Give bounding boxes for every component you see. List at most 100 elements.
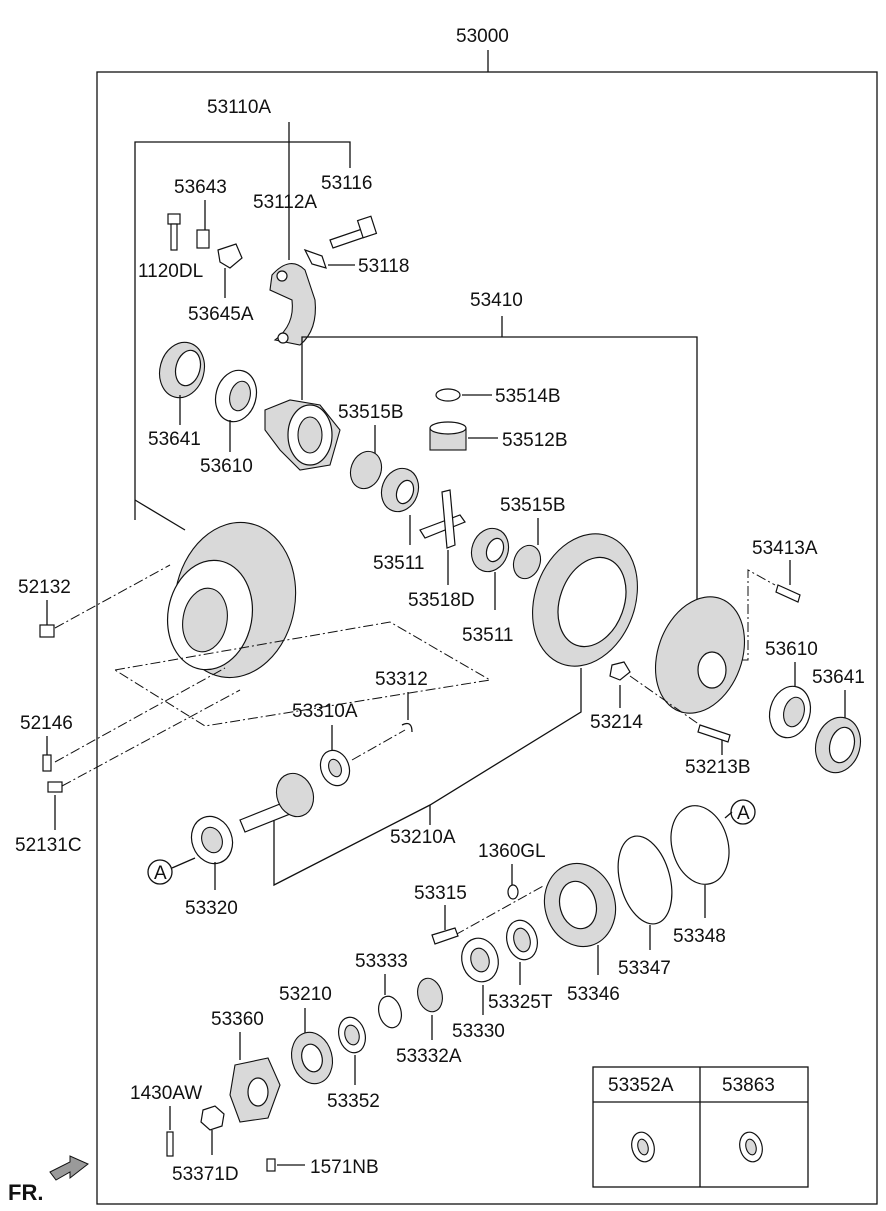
washer-1360GL: [507, 884, 519, 900]
thrust-washer-53515B-upper: [349, 450, 383, 490]
bolt-53315: [431, 927, 459, 945]
reference-mark-A-left: [147, 859, 173, 885]
center-line: [351, 729, 406, 761]
part-label-53214[interactable]: 53214: [590, 712, 643, 733]
part-label-53413A[interactable]: 53413A: [752, 538, 818, 559]
part-label-53315[interactable]: 53315: [414, 883, 467, 904]
part-label-53210A[interactable]: 53210A: [390, 827, 456, 848]
bearing-race-53641-left: [158, 341, 206, 399]
legend-col2-label[interactable]: 53863: [722, 1075, 775, 1096]
front-arrow-icon: [49, 1155, 89, 1181]
part-label-53515B-upper[interactable]: 53515B: [338, 402, 404, 423]
part-label-53333[interactable]: 53333: [355, 951, 408, 972]
part-label-53310A[interactable]: 53310A: [292, 701, 358, 722]
part-label-53514B[interactable]: 53514B: [495, 386, 561, 407]
cotter-pin-1430AW: [166, 1131, 174, 1157]
part-label-53347[interactable]: 53347: [618, 958, 671, 979]
part-label-53610-left[interactable]: 53610: [200, 456, 253, 477]
carrier-housing: [166, 521, 297, 679]
thrust-washer-53515B-lower: [512, 544, 542, 580]
lock-plate-53645A: [217, 243, 243, 269]
part-label-53110A[interactable]: 53110A: [207, 97, 271, 118]
plate-53643: [196, 229, 210, 249]
part-label-53325T[interactable]: 53325T: [488, 992, 553, 1013]
part-label-53210[interactable]: 53210: [279, 984, 332, 1005]
part-label-53511-lower[interactable]: 53511: [462, 625, 513, 646]
pin-1571NB: [266, 1158, 276, 1172]
part-label-53410[interactable]: 53410: [470, 290, 523, 311]
differential-case-53410: [264, 399, 341, 471]
gasket-53348: [670, 805, 730, 885]
part-label-52132[interactable]: 52132: [18, 577, 71, 598]
bearing-retainer-53346: [543, 862, 617, 948]
bolt-52132: [39, 624, 55, 638]
gasket-53347: [617, 835, 673, 925]
part-label-53213B[interactable]: 53213B: [685, 757, 751, 778]
part-label-53360[interactable]: 53360: [211, 1009, 264, 1030]
front-direction-label: FR.: [8, 1180, 43, 1205]
part-label-53116[interactable]: 53116: [321, 173, 372, 194]
part-label-53348[interactable]: 53348: [673, 926, 726, 947]
oil-seal-53210: [290, 1031, 334, 1085]
part-label-53518D[interactable]: 53518D: [408, 590, 475, 611]
group-bracket-53110A: [134, 141, 351, 520]
spacer-53333: [377, 995, 403, 1029]
part-label-53352[interactable]: 53352: [327, 1091, 380, 1112]
snap-ring-53312: [401, 722, 413, 733]
spacer-53332A: [417, 977, 443, 1013]
pinion-gear-53512B: [429, 421, 467, 451]
part-label-53118[interactable]: 53118: [358, 256, 409, 277]
bolt-53116: [329, 215, 378, 249]
part-label-53112A[interactable]: 53112A: [253, 192, 317, 213]
assembly-number-label[interactable]: 53000: [456, 26, 509, 47]
center-line: [454, 884, 546, 936]
hidden-outline: [113, 621, 492, 727]
part-label-53371D[interactable]: 53371D: [172, 1164, 239, 1185]
part-label-53320[interactable]: 53320: [185, 898, 238, 919]
part-label-52146[interactable]: 52146: [20, 713, 73, 734]
part-label-1120DL[interactable]: 1120DL: [138, 261, 203, 282]
bearing-race-53641-right: [814, 716, 862, 774]
part-label-53515B-lower[interactable]: 53515B: [500, 495, 566, 516]
part-label-53346[interactable]: 53346: [567, 984, 620, 1005]
leader-line: [134, 499, 186, 531]
bearing-53325T: [506, 919, 538, 961]
part-label-1360GL[interactable]: 1360GL: [478, 841, 546, 862]
part-label-53645A[interactable]: 53645A: [188, 304, 254, 325]
part-label-53643[interactable]: 53643: [174, 177, 227, 198]
part-label-53511-upper[interactable]: 53511: [373, 553, 424, 574]
center-line: [54, 564, 171, 629]
reference-mark-A-left-label: A: [154, 863, 167, 884]
reference-mark-A-right: [730, 799, 756, 825]
part-label-53312[interactable]: 53312: [375, 669, 428, 690]
group-bracket-53410: [301, 336, 698, 655]
part-label-53512B[interactable]: 53512B: [502, 430, 568, 451]
clip-53118: [303, 248, 327, 269]
legend-col1-label[interactable]: 53352A: [608, 1075, 674, 1096]
part-label-1571NB[interactable]: 1571NB: [310, 1157, 379, 1178]
part-label-1430AW[interactable]: 1430AW: [130, 1083, 202, 1104]
legend-ring-53352A: [631, 1131, 655, 1163]
differential-case-half: [654, 596, 746, 714]
bearing-cap-53112A: [269, 263, 316, 346]
dowel-pin-52146: [42, 754, 52, 772]
legend-table: 53352A 53863: [592, 1066, 809, 1188]
legend-ring-53863: [739, 1131, 763, 1163]
bearing-53310A: [319, 749, 351, 787]
leader-line: [171, 857, 196, 869]
part-label-52131C[interactable]: 52131C: [15, 835, 82, 856]
center-line: [61, 689, 241, 787]
nut-53214: [609, 661, 631, 681]
part-label-53610-right[interactable]: 53610: [765, 639, 818, 660]
center-line: [54, 667, 226, 763]
part-label-53641-left[interactable]: 53641: [148, 429, 201, 450]
bolt-53413A: [775, 584, 801, 603]
drive-pinion: [239, 772, 315, 833]
part-label-53332A[interactable]: 53332A: [396, 1046, 462, 1067]
part-label-53641-right[interactable]: 53641: [812, 667, 865, 688]
bearing-53330: [461, 937, 499, 983]
part-label-53330[interactable]: 53330: [452, 1021, 505, 1042]
bearing-53610-right: [768, 685, 812, 739]
bearing-53320: [190, 815, 234, 865]
